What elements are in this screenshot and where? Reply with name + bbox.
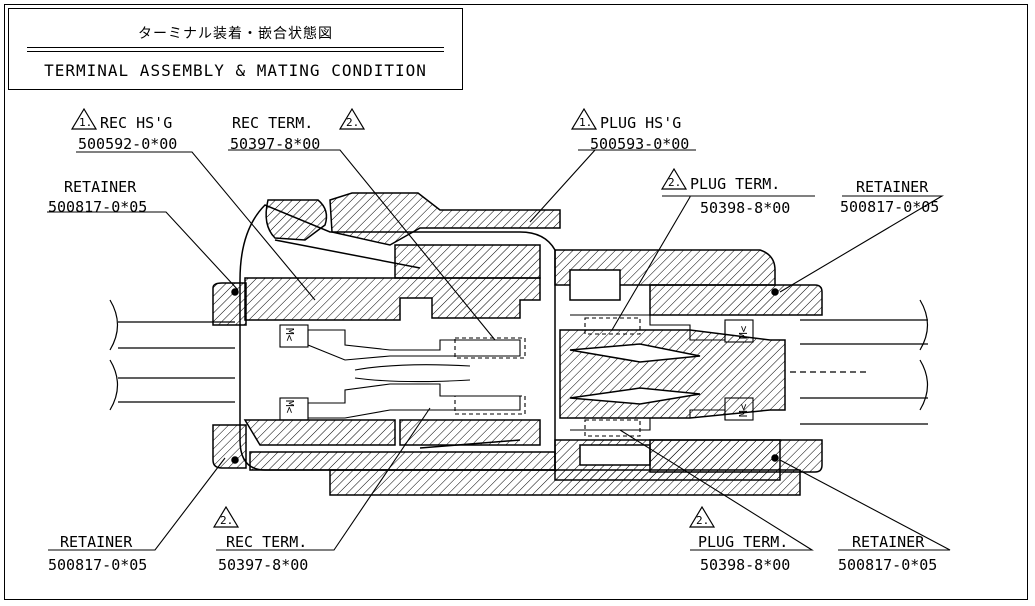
rec-hsg-label: REC HS'G [100,114,172,132]
rec-term-top-part: 50397-8*00 [230,135,320,153]
retainer-top-left-label: RETAINER [64,178,137,196]
retainer-top-right-part: 500817-0*05 [840,198,939,216]
retainer-bottom-left-label: RETAINER [60,533,133,551]
revision-number: 2. [668,176,681,189]
revision-mark-icon [660,167,688,190]
left-retainers [212,282,247,469]
plug-hsg-label: PLUG HS'G [600,114,681,132]
title-english: TERMINAL ASSEMBLY & MATING CONDITION [44,61,427,80]
revision-mark-icon [688,505,716,528]
crimp-mark: M< [737,325,750,339]
revision-number: 2. [346,116,359,129]
rec-term-bottom-part: 50397-8*00 [218,556,308,574]
leader-lines [47,149,951,551]
title-rule [27,51,444,52]
revision-number: 1. [79,116,92,129]
revision-numbers: 1. 2. 1. 2. 2. 2. [79,116,709,527]
title-block: ターミナル装着・嵌合状態図 TERMINAL ASSEMBLY & MATING… [8,8,463,90]
revision-mark-icon [212,505,240,528]
retainer-bottom-right-label: RETAINER [852,533,925,551]
right-wires [790,299,929,425]
retainer-bottom-right-part: 500817-0*05 [838,556,937,574]
revision-mark-icon [570,107,598,130]
plug-term-bottom-label: PLUG TERM. [698,533,788,551]
right-retainers [649,284,823,473]
revision-mark-icon [70,107,98,130]
callout-labels: REC HS'G 500592-0*00 REC TERM. 50397-8*0… [48,114,939,574]
rec-terminals [279,324,526,421]
drawing-frame [4,4,1028,600]
retainer-bottom-left-part: 500817-0*05 [48,556,147,574]
title-japanese: ターミナル装着・嵌合状態図 [138,26,333,42]
plug-term-top-part: 50398-8*00 [700,199,790,217]
plug-hsg-part: 500593-0*00 [590,135,689,153]
rec-term-top-label: REC TERM. [232,114,313,132]
retainer-top-left-part: 500817-0*05 [48,198,147,216]
crimp-mark: M< [737,403,750,417]
revision-number: 2. [220,514,233,527]
rec-hsg-part: 500592-0*00 [78,135,177,153]
revision-number: 1. [579,116,592,129]
plug-term-top-label: PLUG TERM. [690,175,780,193]
crimp-mark: M< [283,400,296,414]
plug-terminals [570,314,754,437]
revision-mark-icon [338,107,366,130]
revision-number: 2. [696,514,709,527]
crimp-mark: M< [283,328,296,342]
retainer-top-right-label: RETAINER [856,178,929,196]
title-rule [27,47,444,48]
plug-term-bottom-part: 50398-8*00 [700,556,790,574]
revision-triangles [70,107,716,528]
rec-term-bottom-label: REC TERM. [226,533,307,551]
